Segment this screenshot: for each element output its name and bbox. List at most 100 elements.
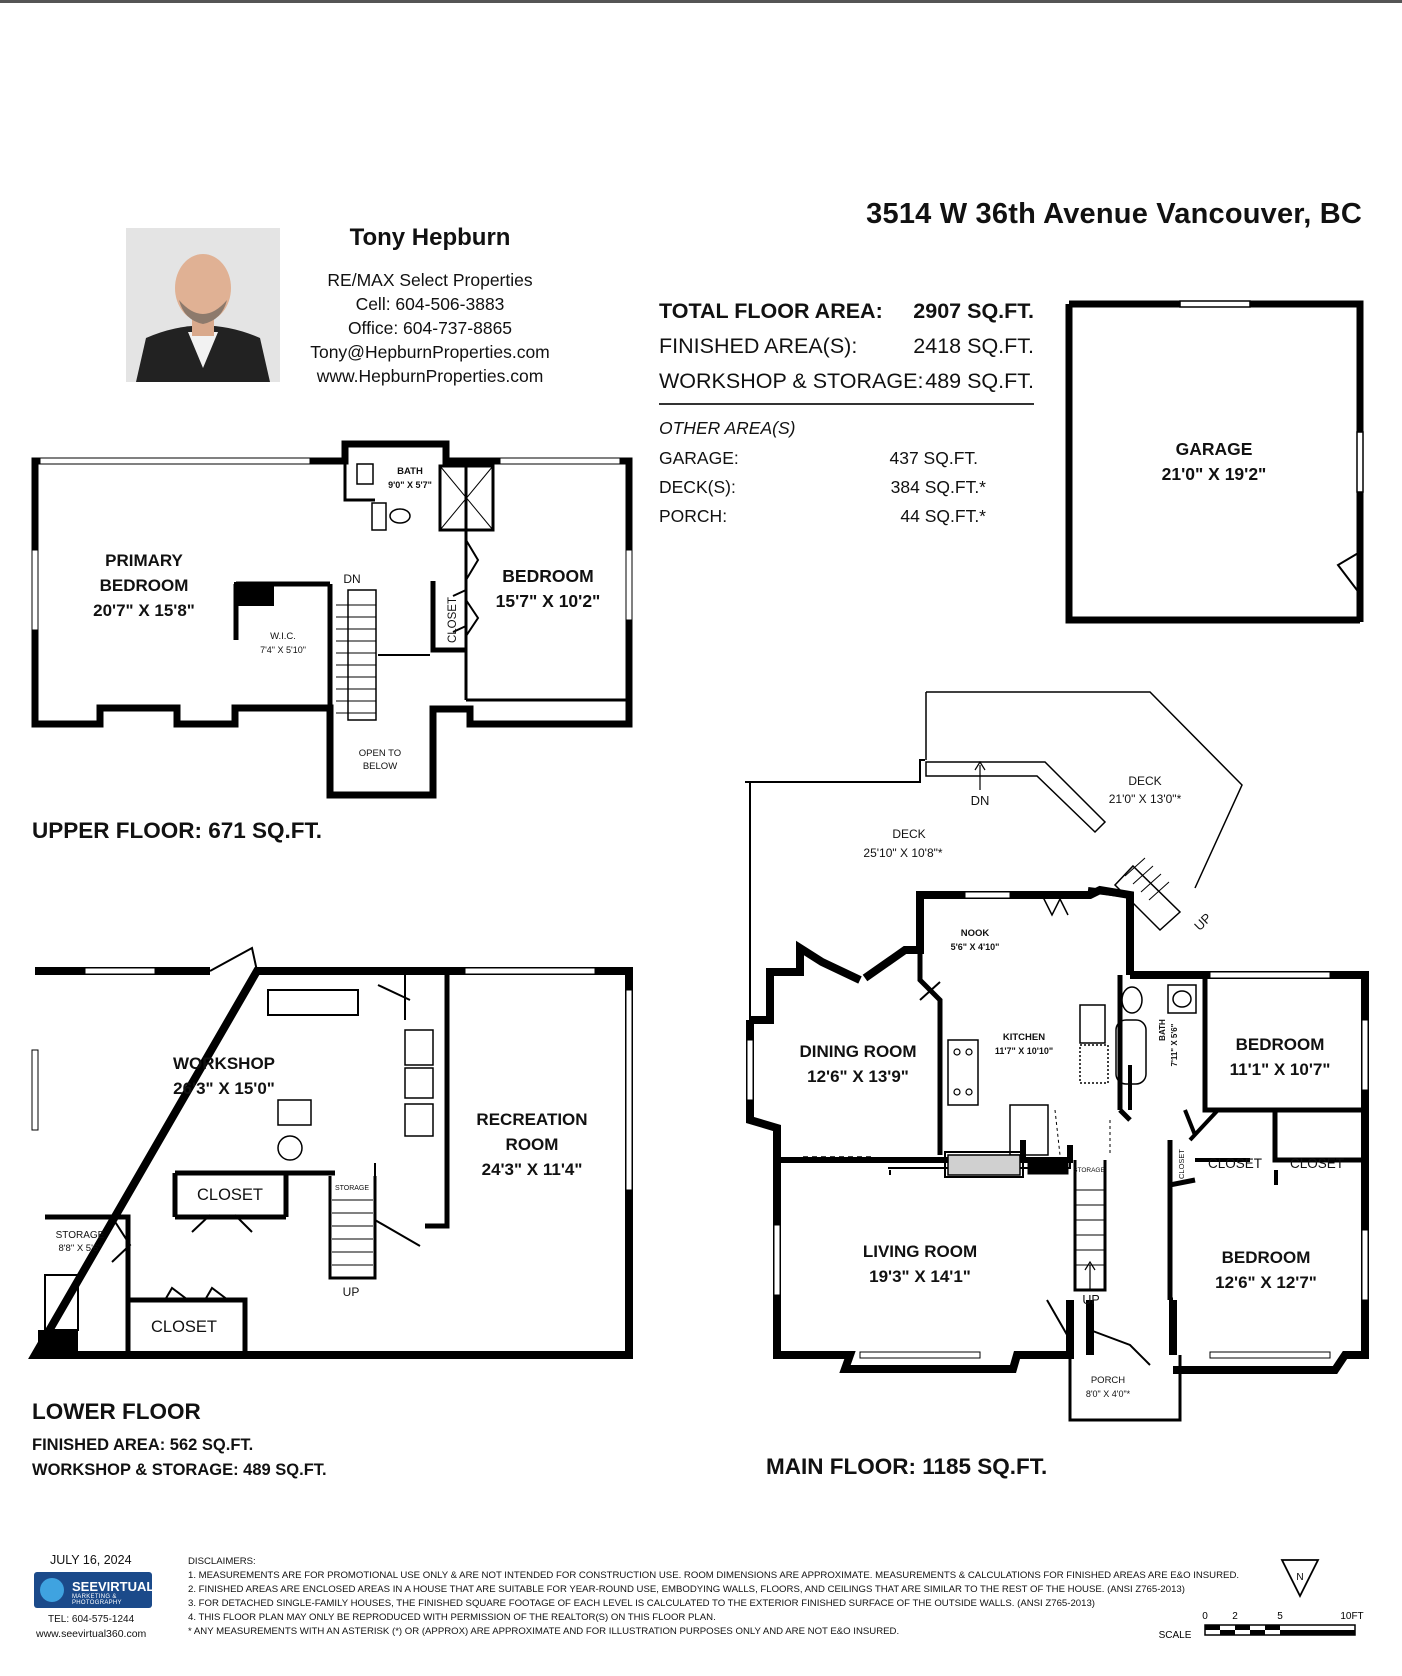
open-to-below-label-1: OPEN TO xyxy=(359,748,401,759)
primary-bedroom-label-1: PRIMARY xyxy=(105,551,183,570)
upper-bath-dim: 9'0" X 5'7" xyxy=(388,480,432,490)
workshop-label: WORKSHOP xyxy=(173,1054,275,1073)
garage-area-label: GARAGE: xyxy=(659,448,739,468)
top-border xyxy=(0,0,1402,3)
lower-floor-title: LOWER FLOOR xyxy=(32,1399,201,1424)
main-bedroom-2-label: BEDROOM xyxy=(1222,1248,1311,1267)
north-arrow-icon xyxy=(1280,1559,1320,1599)
nook-dim: 5'6" X 4'10" xyxy=(951,942,1000,952)
main-bath-dim: 7'11" X 5'6" xyxy=(1170,1023,1179,1066)
disclaimer-3: 3. FOR DETACHED SINGLE-FAMILY HOUSES, TH… xyxy=(188,1598,1095,1609)
deck-2-label: DECK xyxy=(1128,774,1161,788)
primary-bedroom-dim: 20'7" X 15'8" xyxy=(93,601,195,620)
total-area-label: TOTAL FLOOR AREA: xyxy=(659,299,883,323)
logo-subtext: MARKETING & PHOTOGRAPHY xyxy=(72,1594,122,1606)
other-areas-title: OTHER AREA(S) xyxy=(659,418,796,438)
footer-tel: TEL: 604-575-1244 xyxy=(48,1614,135,1625)
north-label: N xyxy=(1296,1572,1303,1583)
scale-tick-2: 2 xyxy=(1232,1611,1238,1622)
lower-closet-2-label: CLOSET xyxy=(151,1318,217,1336)
scale-label: SCALE xyxy=(1159,1630,1192,1641)
wic-dim: 7'4" X 5'10" xyxy=(260,645,306,655)
disclaimer-2: 2. FINISHED AREAS ARE ENCLOSED AREAS IN … xyxy=(188,1584,1185,1595)
disclaimer-1: 1. MEASUREMENTS ARE FOR PROMOTIONAL USE … xyxy=(188,1570,1240,1581)
main-bedroom-1-label: BEDROOM xyxy=(1236,1035,1325,1054)
agent-name: Tony Hepburn xyxy=(349,224,511,251)
lower-finished-area: FINISHED AREA: 562 SQ.FT. xyxy=(32,1436,254,1454)
kitchen-label: KITCHEN xyxy=(1003,1032,1045,1043)
deck-1-label: DECK xyxy=(892,827,925,841)
lower-workshop-area: WORKSHOP & STORAGE: 489 SQ.FT. xyxy=(32,1461,327,1479)
agent-photo xyxy=(126,228,280,382)
main-closet-3-label: CLOSET xyxy=(1290,1156,1344,1171)
scale-tick-5: 5 xyxy=(1277,1611,1283,1622)
porch-area-label: PORCH: xyxy=(659,506,728,526)
agent-email[interactable]: Tony@HepburnProperties.com xyxy=(310,342,550,362)
porch-label: PORCH xyxy=(1091,1375,1125,1386)
scale-bar xyxy=(1204,1624,1356,1636)
main-floor-plan xyxy=(745,691,1369,1422)
seevirtual-logo-icon xyxy=(40,1578,64,1602)
living-room-dim: 19'3" X 14'1" xyxy=(869,1267,971,1286)
recreation-room-dim: 24'3" X 11'4" xyxy=(482,1160,583,1179)
disclaimer-4: 4. THIS FLOOR PLAN MAY ONLY BE REPRODUCE… xyxy=(188,1612,716,1623)
lower-closet-1-label: CLOSET xyxy=(197,1186,263,1204)
kitchen-dim: 11'7" X 10'10" xyxy=(995,1046,1053,1056)
disclaimer-5: * ANY MEASUREMENTS WITH AN ASTERISK (*) … xyxy=(188,1626,900,1637)
deck-stairs-down-label: DN xyxy=(971,793,990,808)
agent-company: RE/MAX Select Properties xyxy=(327,270,533,290)
seevirtual-logo[interactable]: SEEVIRTUAL MARKETING & PHOTOGRAPHY xyxy=(34,1572,154,1608)
total-area-value: 2907 SQ.FT. xyxy=(913,299,1034,323)
workshop-area-label: WORKSHOP & STORAGE: xyxy=(659,369,924,393)
disclaimer-title: DISCLAIMERS: xyxy=(188,1556,256,1567)
agent-office: Office: 604-737-8865 xyxy=(347,318,513,338)
lower-small-storage-label: STORAGE xyxy=(335,1185,369,1192)
wic-label: W.I.C. xyxy=(270,631,296,642)
deck-area-value: 384 SQ.FT.* xyxy=(890,477,986,497)
lower-storage-label: STORAGE xyxy=(56,1230,105,1241)
agent-portrait-icon xyxy=(126,228,280,382)
upper-bedroom-label: BEDROOM xyxy=(502,566,593,586)
dining-room-label: DINING ROOM xyxy=(799,1042,916,1061)
workshop-dim: 26'3" X 15'0" xyxy=(173,1079,275,1098)
living-room-label: LIVING ROOM xyxy=(863,1242,977,1261)
agent-cell: Cell: 604-506-3883 xyxy=(355,294,505,314)
deck-1-dim: 25'10" X 10'8"* xyxy=(863,846,942,860)
workshop-area-value: 489 SQ.FT. xyxy=(925,369,1034,393)
porch-dim: 8'0" X 4'0"* xyxy=(1086,1389,1131,1399)
deck-2-dim: 21'0" X 13'0"* xyxy=(1109,792,1182,806)
lower-storage-dim: 8'8" X 5'6" xyxy=(58,1243,101,1254)
garage-area-value: 437 SQ.FT. xyxy=(889,448,978,468)
deck-stairs-up-label: UP xyxy=(1191,910,1214,933)
main-closet-2-label: CLOSET xyxy=(1208,1156,1262,1171)
recreation-room-label-2: ROOM xyxy=(506,1135,559,1154)
main-closet-1-label: CLOSET xyxy=(1177,1149,1186,1179)
deck-area-label: DECK(S): xyxy=(659,477,736,497)
agent-website[interactable]: www.HepburnProperties.com xyxy=(316,366,544,386)
garage-label: GARAGE xyxy=(1176,439,1253,459)
upper-bedroom-dim: 15'7" X 10'2" xyxy=(496,591,601,611)
nook-label: NOOK xyxy=(961,928,990,939)
garage-dim: 21'0" X 19'2" xyxy=(1162,464,1267,484)
scale-tick-10: 10FT xyxy=(1340,1611,1363,1622)
garage-plan xyxy=(1065,300,1364,624)
recreation-room-label-1: RECREATION xyxy=(476,1110,587,1129)
plan-date: JULY 16, 2024 xyxy=(50,1553,132,1567)
property-address: 3514 W 36th Avenue Vancouver, BC xyxy=(866,198,1362,230)
main-bath-label: BATH xyxy=(1158,1019,1167,1041)
main-stairs-up-label: UP xyxy=(1082,1293,1099,1307)
upper-bath-label: BATH xyxy=(397,466,423,477)
upper-closet-label: CLOSET xyxy=(447,597,459,643)
main-floor-title: MAIN FLOOR: 1185 SQ.FT. xyxy=(766,1454,1048,1479)
open-to-below-label-2: BELOW xyxy=(363,761,397,772)
main-storage-label: STORAGE xyxy=(1073,1167,1105,1174)
main-bedroom-1-dim: 11'1" X 10'7" xyxy=(1230,1060,1331,1079)
main-bedroom-2-dim: 12'6" X 12'7" xyxy=(1215,1273,1317,1292)
upper-stairs-down-label: DN xyxy=(343,572,360,586)
primary-bedroom-label-2: BEDROOM xyxy=(100,576,189,595)
finished-area-value: 2418 SQ.FT. xyxy=(913,334,1034,358)
lower-floor-plan xyxy=(28,946,633,1359)
upper-floor-title: UPPER FLOOR: 671 SQ.FT. xyxy=(32,818,323,843)
footer-website[interactable]: www.seevirtual360.com xyxy=(36,1628,147,1640)
